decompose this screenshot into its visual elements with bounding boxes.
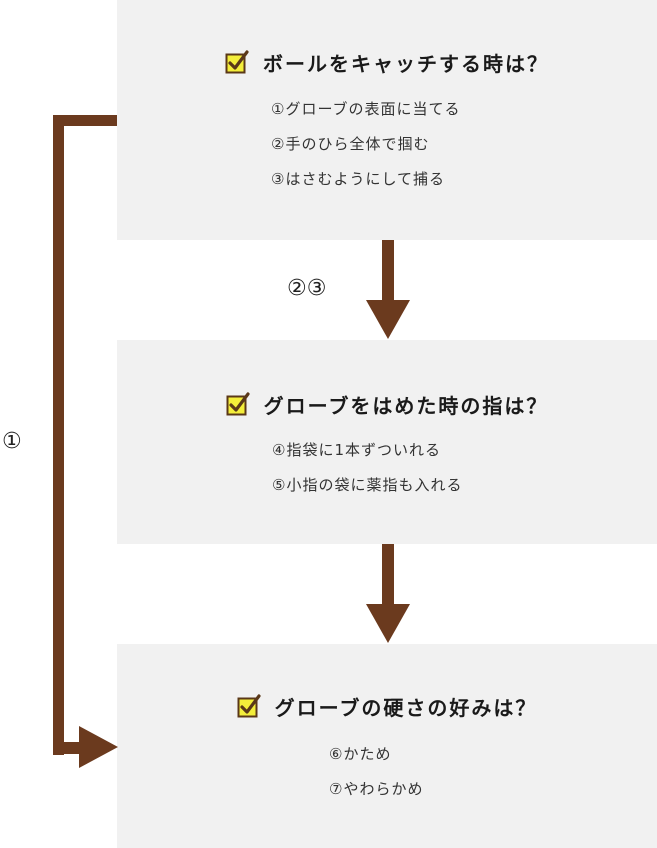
option-item: ④指袋に1本ずついれる [272, 441, 441, 459]
question-row-2: グローブをはめた時の指は？ [117, 389, 657, 419]
step-box-3: グローブの硬さの好みは？ ⑥かため ⑦やわらかめ [117, 644, 657, 848]
option-item: ⑤小指の袋に薬指も入れる [272, 476, 463, 494]
route-label-2-3: ②③ [287, 276, 327, 301]
arrow-down-icon [366, 240, 410, 339]
option-item: ①グローブの表面に当てる [271, 100, 461, 118]
option-list-1: ①グローブの表面に当てる ②手のひら全体で掴む ③はさむようにして捕る [271, 92, 461, 197]
option-item: ⑥かため [329, 745, 392, 763]
question-title-1: ボールをキャッチする時は？ [263, 51, 549, 76]
option-list-3: ⑥かため ⑦やわらかめ [329, 737, 423, 807]
question-title-2: グローブをはめた時の指は？ [263, 393, 549, 418]
step-box-2: グローブをはめた時の指は？ ④指袋に1本ずついれる ⑤小指の袋に薬指も入れる [117, 340, 657, 544]
checkbox-checked-icon [225, 50, 249, 74]
checkbox-checked-icon [226, 392, 250, 416]
checkbox-checked-icon [237, 694, 261, 718]
arrow-down-icon [366, 544, 410, 643]
option-item: ③はさむようにして捕る [271, 170, 445, 188]
option-item: ⑦やわらかめ [329, 780, 424, 798]
question-row-3: グローブの硬さの好みは？ [117, 691, 657, 721]
arrow-bypass-icon [53, 115, 118, 768]
question-row-1: ボールをキャッチする時は？ [117, 47, 657, 77]
step-box-1: ボールをキャッチする時は？ ①グローブの表面に当てる ②手のひら全体で掴む ③は… [117, 0, 657, 240]
option-list-2: ④指袋に1本ずついれる ⑤小指の袋に薬指も入れる [272, 433, 462, 503]
question-title-3: グローブの硬さの好みは？ [274, 695, 538, 720]
route-label-1: ① [2, 429, 22, 454]
option-item: ②手のひら全体で掴む [271, 135, 430, 153]
